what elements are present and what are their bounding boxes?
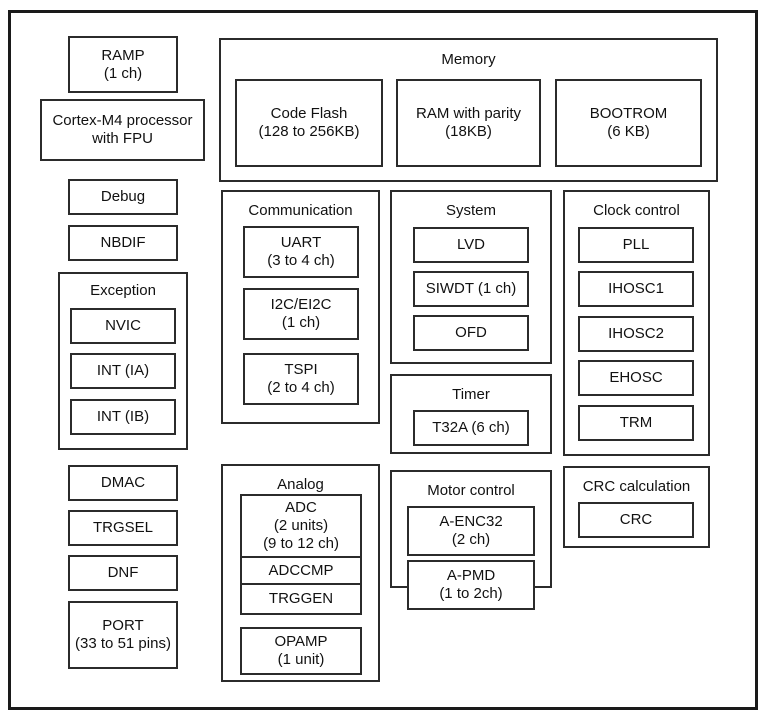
block-a-pmd[interactable]: A-PMD (1 to 2ch) [407, 560, 535, 610]
block-trggen[interactable]: TRGGEN [242, 585, 360, 613]
block-pll-label: PLL [622, 236, 650, 253]
block-nvic[interactable]: NVIC [70, 308, 176, 344]
block-siwdt-label: SIWDT (1 ch) [425, 280, 517, 297]
group-motor-control-title: Motor control [427, 482, 515, 499]
block-ramp-line1: RAMP [101, 46, 145, 64]
block-lvd[interactable]: LVD [413, 227, 529, 263]
block-int-ia-label: INT (IA) [96, 362, 150, 379]
block-ram-line1: RAM with parity [415, 105, 522, 122]
block-code-flash-line2: (128 to 256KB) [258, 123, 360, 140]
block-ramp[interactable]: RAMP (1 ch) [68, 36, 178, 93]
block-debug-label: Debug [100, 188, 146, 205]
block-adc-line2: (2 units) [273, 516, 329, 534]
block-uart-line2: (3 to 4 ch) [267, 252, 335, 269]
block-dnf[interactable]: DNF [68, 555, 178, 591]
block-dmac[interactable]: DMAC [68, 465, 178, 501]
block-cortex-m4-line1: Cortex-M4 processor [52, 112, 193, 129]
block-ihosc2[interactable]: IHOSC2 [578, 316, 694, 352]
group-communication-title: Communication [248, 202, 353, 219]
block-opamp-line2: (1 unit) [277, 651, 325, 668]
block-cortex-m4-line2: with FPU [92, 130, 153, 147]
block-i2c-ei2c[interactable]: I2C/EI2C (1 ch) [243, 288, 359, 340]
block-trgsel-label: TRGSEL [92, 519, 153, 536]
block-ofd[interactable]: OFD [413, 315, 529, 351]
block-lvd-label: LVD [456, 236, 486, 253]
group-timer-title: Timer [452, 386, 490, 403]
block-trggen-label: TRGGEN [268, 590, 334, 608]
block-nbdif-label: NBDIF [100, 234, 146, 251]
block-i2c-line1: I2C/EI2C [270, 296, 332, 313]
block-bootrom[interactable]: BOOTROM (6 KB) [555, 79, 702, 167]
block-ramp-line2: (1 ch) [103, 64, 143, 82]
block-pll[interactable]: PLL [578, 227, 694, 263]
block-dnf-label: DNF [107, 564, 139, 581]
block-int-ib-label: INT (IB) [96, 408, 150, 425]
block-adccmp-label: ADCCMP [268, 561, 334, 579]
block-trgsel[interactable]: TRGSEL [68, 510, 178, 546]
block-tspi-line2: (2 to 4 ch) [267, 379, 335, 396]
block-bootrom-line2: (6 KB) [607, 123, 650, 140]
block-siwdt[interactable]: SIWDT (1 ch) [413, 271, 529, 307]
block-trm[interactable]: TRM [578, 405, 694, 441]
block-ihosc1[interactable]: IHOSC1 [578, 271, 694, 307]
block-trm-label: TRM [619, 414, 653, 431]
block-ofd-label: OFD [455, 324, 487, 341]
block-port-line2: (33 to 51 pins) [75, 635, 171, 652]
block-int-ia[interactable]: INT (IA) [70, 353, 176, 389]
group-memory-title: Memory [441, 51, 496, 68]
group-exception-title: Exception [90, 282, 156, 299]
group-crc-calculation-title: CRC calculation [582, 478, 691, 495]
block-i2c-line2: (1 ch) [281, 314, 321, 331]
block-adc-stack: ADC (2 units) (9 to 12 ch) ADCCMP TRGGEN [240, 494, 362, 615]
block-dmac-label: DMAC [100, 474, 146, 491]
block-a-enc32-line2: (2 ch) [451, 531, 491, 548]
block-opamp[interactable]: OPAMP (1 unit) [240, 627, 362, 675]
block-a-enc32-line1: A-ENC32 [439, 513, 503, 530]
block-a-pmd-line1: A-PMD [446, 567, 496, 584]
group-clock-control-title: Clock control [593, 202, 680, 219]
block-ram-line2: (18KB) [445, 123, 492, 140]
block-code-flash-line1: Code Flash [270, 105, 348, 122]
block-tspi-line1: TSPI [284, 361, 318, 378]
block-adc-line3: (9 to 12 ch) [263, 534, 339, 552]
block-int-ib[interactable]: INT (IB) [70, 399, 176, 435]
block-adc[interactable]: ADC (2 units) (9 to 12 ch) [242, 496, 360, 558]
block-crc-label: CRC [619, 511, 653, 528]
block-uart[interactable]: UART (3 to 4 ch) [243, 226, 359, 278]
block-t32a-label: T32A (6 ch) [432, 419, 510, 436]
block-ehosc-label: EHOSC [609, 369, 663, 386]
block-t32a[interactable]: T32A (6 ch) [413, 410, 529, 446]
block-crc[interactable]: CRC [578, 502, 694, 538]
block-port-line1: PORT [102, 617, 144, 634]
group-analog-title: Analog [277, 476, 324, 493]
block-adc-line1: ADC [285, 498, 317, 516]
block-ehosc[interactable]: EHOSC [578, 360, 694, 396]
block-port[interactable]: PORT (33 to 51 pins) [68, 601, 178, 669]
block-ihosc1-label: IHOSC1 [608, 280, 664, 297]
block-a-pmd-line2: (1 to 2ch) [439, 585, 503, 602]
group-system-title: System [445, 202, 496, 219]
block-cortex-m4-processor[interactable]: Cortex-M4 processor with FPU [40, 99, 205, 161]
block-a-enc32[interactable]: A-ENC32 (2 ch) [407, 506, 535, 556]
block-tspi[interactable]: TSPI (2 to 4 ch) [243, 353, 359, 405]
block-opamp-line1: OPAMP [274, 633, 328, 650]
block-code-flash[interactable]: Code Flash (128 to 256KB) [235, 79, 383, 167]
block-ram-with-parity[interactable]: RAM with parity (18KB) [396, 79, 541, 167]
block-nvic-label: NVIC [105, 317, 141, 334]
block-nbdif[interactable]: NBDIF [68, 225, 178, 261]
block-ihosc2-label: IHOSC2 [608, 325, 664, 342]
block-uart-line1: UART [280, 234, 322, 251]
block-bootrom-line1: BOOTROM [589, 105, 668, 122]
block-debug[interactable]: Debug [68, 179, 178, 215]
block-adccmp[interactable]: ADCCMP [242, 558, 360, 586]
